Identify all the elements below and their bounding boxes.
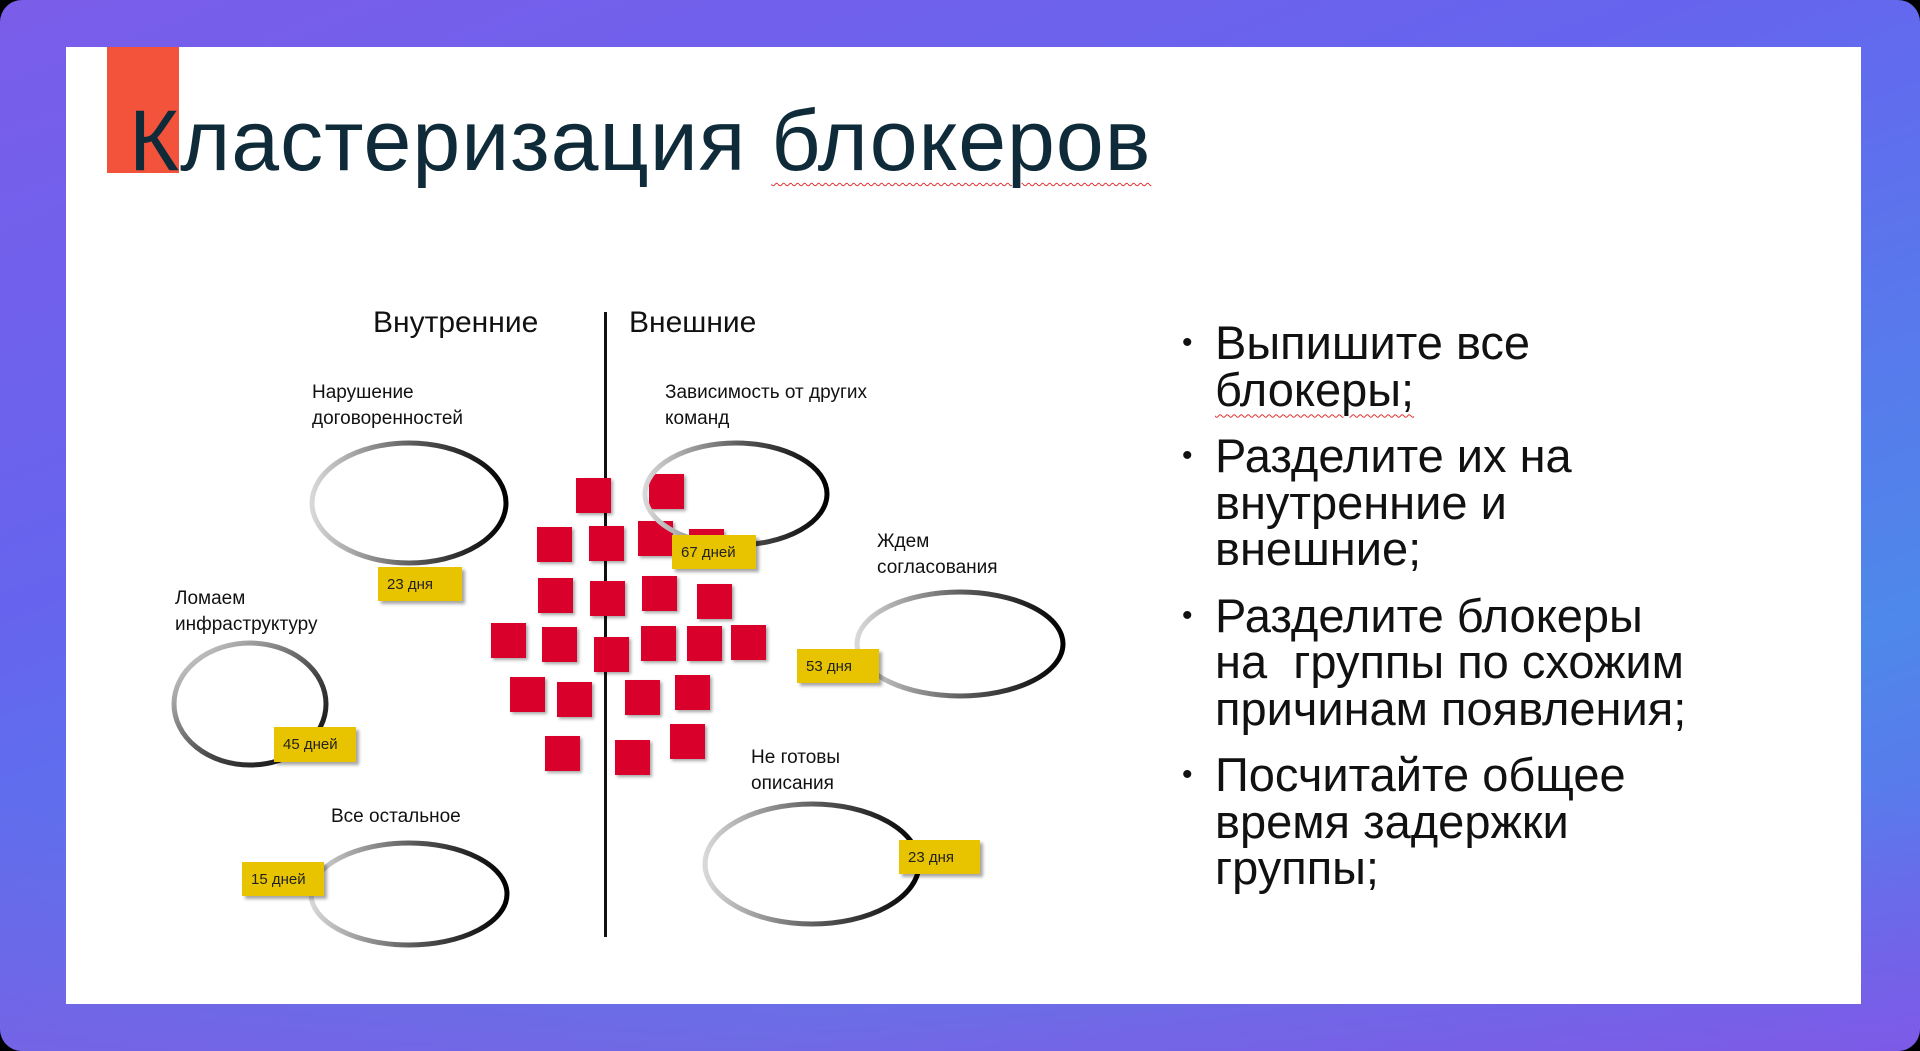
sticky-note <box>641 626 676 661</box>
sticky-note <box>589 526 624 561</box>
duration-badge: 15 дней <box>242 862 324 896</box>
bullet-dot: • <box>1182 598 1193 632</box>
sticky-note <box>545 736 580 771</box>
sticky-note <box>576 478 611 513</box>
cluster-ring <box>171 640 329 768</box>
bullet-item: • Разделите их на внутренние и внешние; <box>1182 429 1572 575</box>
sticky-note <box>625 680 660 715</box>
duration-badge: 23 дня <box>378 567 462 601</box>
cluster-ring <box>854 589 1066 699</box>
bullet-item: • Посчитайте общее время задержки группы… <box>1182 748 1626 894</box>
sticky-note <box>670 724 705 759</box>
sticky-note <box>590 581 625 616</box>
sticky-note <box>542 627 577 662</box>
title-text: Кластеризация <box>129 93 772 189</box>
sticky-note <box>594 637 629 672</box>
sticky-note <box>557 682 592 717</box>
sticky-note <box>510 677 545 712</box>
duration-badge: 23 дня <box>899 840 980 874</box>
cluster-ring <box>702 801 922 927</box>
bullet-dot: • <box>1182 439 1193 472</box>
header-internal: Внутренние <box>373 306 539 339</box>
cluster-ring <box>308 840 510 948</box>
duration-badge: 53 дня <box>797 649 879 683</box>
sticky-note <box>642 576 677 611</box>
bullet-dot: • <box>1182 758 1193 791</box>
header-external: Внешние <box>629 306 757 339</box>
bullet-dot: • <box>1182 326 1193 359</box>
duration-badge: 45 дней <box>274 727 356 762</box>
sticky-note <box>697 584 732 619</box>
sticky-note <box>687 626 722 661</box>
bullet-item: • Разделите блокеры на группы по схожим … <box>1182 588 1687 735</box>
sticky-note <box>491 623 526 658</box>
duration-badge: 67 дней <box>672 535 756 569</box>
slide-title: Кластеризация блокеров <box>129 92 1151 191</box>
cluster-label: Все остальное <box>331 806 461 827</box>
sticky-note <box>538 578 573 613</box>
sticky-note <box>615 740 650 775</box>
sticky-note <box>649 474 684 509</box>
sticky-note <box>537 527 572 562</box>
sticky-note <box>675 675 710 710</box>
sticky-note <box>731 625 766 660</box>
cluster-ring <box>309 440 509 566</box>
cluster-ring <box>642 440 830 548</box>
divider-line <box>604 312 607 937</box>
title-accent-bar <box>107 47 179 173</box>
instructions-list: • Выпишите все блокеры; • Разделите их н… <box>1182 316 1687 912</box>
title-text-misspelled: блокеров <box>771 93 1152 189</box>
bullet-item: • Выпишите все блокеры; <box>1182 316 1531 416</box>
